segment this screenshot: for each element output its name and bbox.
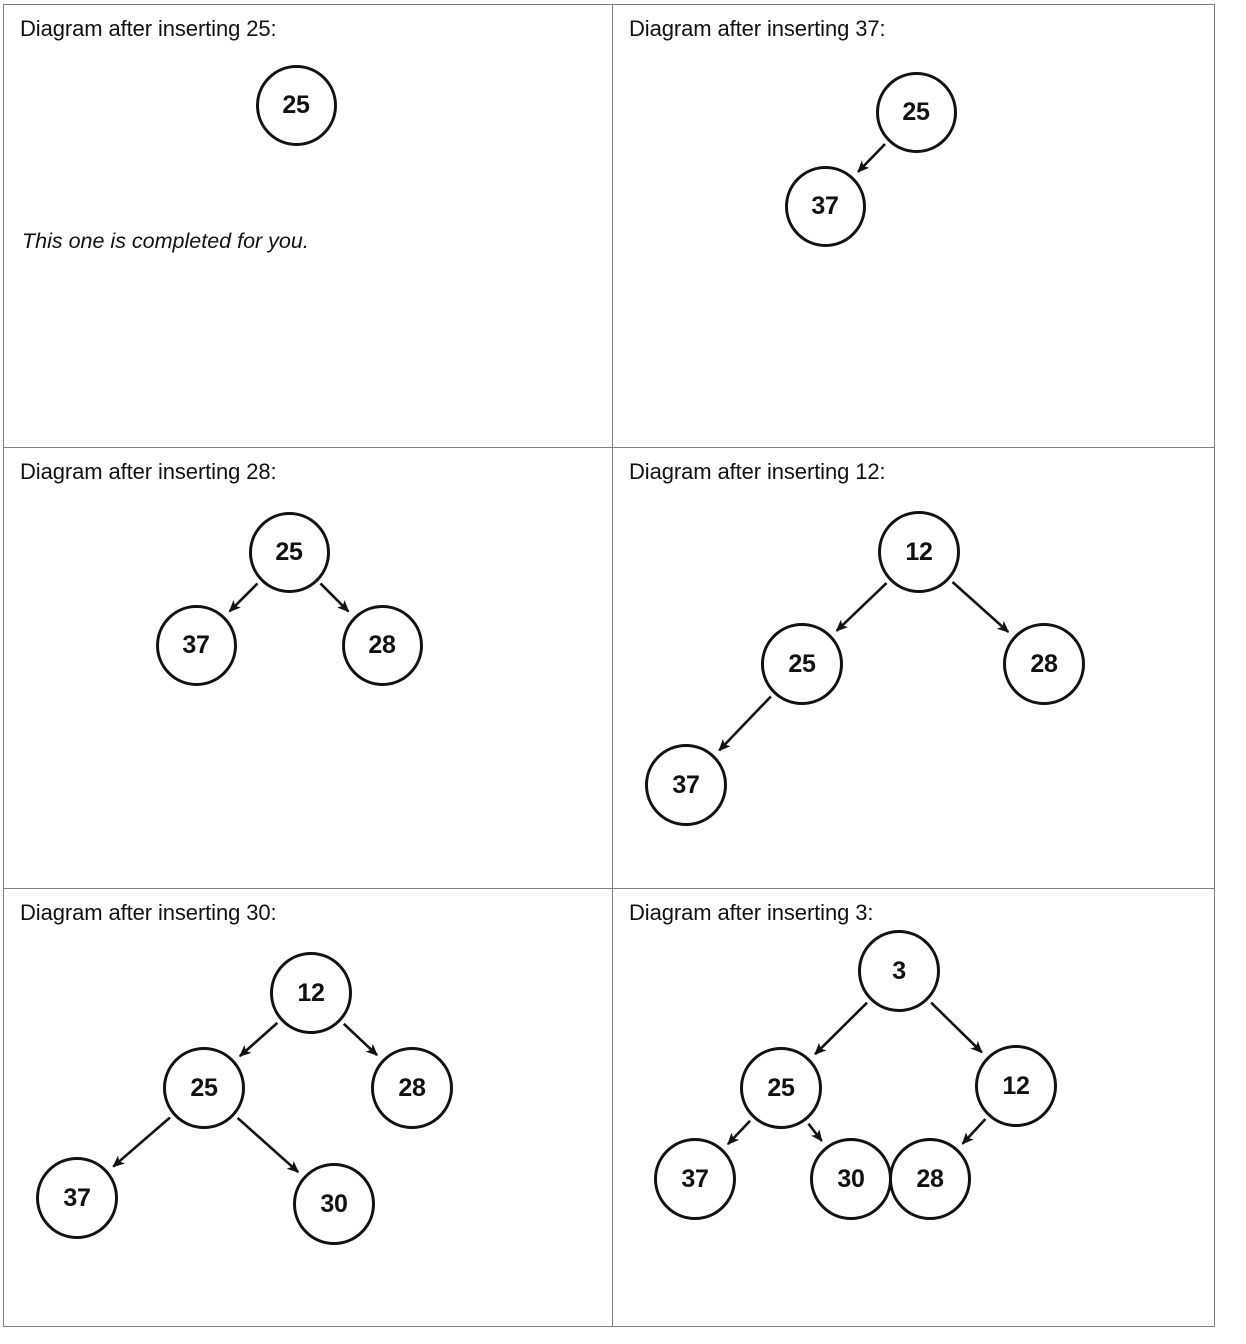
tree-edge-arrow <box>228 582 259 613</box>
tree-node: 37 <box>784 165 866 247</box>
tree-node: 37 <box>155 604 237 686</box>
tree-node-label: 12 <box>297 978 325 1007</box>
cell-insert-25: Diagram after inserting 25: This one is … <box>4 5 613 448</box>
tree-canvas-1: 25 37 <box>613 5 1214 447</box>
tree-edges <box>228 582 350 613</box>
cell-insert-28: Diagram after inserting 28: 25 37 28 <box>4 448 613 889</box>
cell-insert-12: Diagram after inserting 12: 12 25 28 37 <box>613 448 1214 889</box>
cell-title: Diagram after inserting 3: <box>629 900 874 925</box>
cell-title: Diagram after inserting 12: <box>629 459 886 484</box>
tree-edge-arrow <box>835 582 888 632</box>
cell-insert-37: Diagram after inserting 37: 25 37 <box>613 5 1214 448</box>
tree-node-label: 28 <box>916 1164 944 1193</box>
tree-node-label: 37 <box>672 770 700 799</box>
tree-edge-arrow <box>727 1119 752 1146</box>
tree-canvas-5: 3 25 12 37 30 28 <box>613 889 1214 1326</box>
tree-node-label: 37 <box>63 1183 91 1212</box>
tree-edge-arrow <box>930 1001 983 1054</box>
tree-edge-arrow <box>236 1116 300 1174</box>
tree-canvas-4: 12 25 28 37 30 <box>4 889 612 1326</box>
tree-node: 37 <box>654 1138 736 1220</box>
tree-node: 25 <box>740 1047 822 1129</box>
tree-node-label: 37 <box>681 1164 709 1193</box>
tree-node-label: 25 <box>902 97 930 126</box>
tree-node-label: 28 <box>1030 649 1058 678</box>
tree-edge-arrow <box>112 1116 171 1168</box>
tree-node-label: 25 <box>767 1073 795 1102</box>
tree-edge-arrow <box>807 1122 823 1142</box>
tree-node: 3 <box>858 930 940 1012</box>
tree-node-label: 37 <box>811 191 839 220</box>
cell-title: Diagram after inserting 28: <box>20 459 277 484</box>
tree-node: 12 <box>975 1045 1057 1127</box>
cell-title: Diagram after inserting 30: <box>20 900 277 925</box>
tree-node-label: 3 <box>892 956 906 985</box>
tree-edge-arrow <box>961 1118 987 1145</box>
tree-node: 37 <box>645 744 727 826</box>
tree-node: 25 <box>875 71 957 153</box>
tree-edge-arrow <box>319 582 350 613</box>
tree-canvas-3: 12 25 28 37 <box>613 448 1214 888</box>
tree-node: 37 <box>36 1157 118 1239</box>
cell-note: This one is completed for you. <box>22 229 309 253</box>
tree-node-label: 25 <box>282 90 310 119</box>
tree-node-label: 25 <box>190 1073 218 1102</box>
tree-node: 30 <box>293 1163 375 1245</box>
tree-node-label: 30 <box>320 1189 348 1218</box>
tree-node-label: 12 <box>905 537 933 566</box>
tree-edge-arrow <box>718 695 772 752</box>
tree-node: 25 <box>761 623 843 705</box>
tree-edge-arrow <box>238 1021 279 1058</box>
tree-node: 12 <box>270 952 352 1034</box>
tree-node-label: 37 <box>182 630 210 659</box>
cell-insert-3: Diagram after inserting 3: 3 25 12 37 30 28 <box>613 889 1214 1326</box>
tree-node: 30 <box>810 1138 892 1220</box>
tree-node: 28 <box>371 1047 453 1129</box>
tree-node: 25 <box>248 511 330 593</box>
tree-node-label: 25 <box>788 649 816 678</box>
tree-edge-arrow <box>814 1001 868 1056</box>
tree-edge-arrow <box>342 1022 378 1057</box>
tree-node: 28 <box>1003 623 1085 705</box>
cell-title: Diagram after inserting 25: <box>20 16 277 41</box>
tree-node: 12 <box>878 511 960 593</box>
tree-node: 25 <box>255 64 337 146</box>
tree-canvas-2: 25 37 28 <box>4 448 612 888</box>
cell-title: Diagram after inserting 37: <box>629 16 886 41</box>
tree-node: 28 <box>889 1138 971 1220</box>
cell-insert-30: Diagram after inserting 30: 12 25 28 37 30 <box>4 889 613 1326</box>
tree-edge-arrow <box>857 143 886 173</box>
tree-node-label: 28 <box>398 1073 426 1102</box>
tree-node: 28 <box>341 604 423 686</box>
tree-node-label: 25 <box>275 537 303 566</box>
tree-canvas-0: 25 <box>4 5 612 447</box>
tree-node-label: 12 <box>1002 1071 1030 1100</box>
diagram-grid: Diagram after inserting 25: This one is … <box>3 4 1215 1327</box>
tree-node-label: 28 <box>368 630 396 659</box>
tree-node: 25 <box>163 1047 245 1129</box>
tree-node-label: 30 <box>837 1164 865 1193</box>
tree-edge-arrow <box>951 581 1010 633</box>
